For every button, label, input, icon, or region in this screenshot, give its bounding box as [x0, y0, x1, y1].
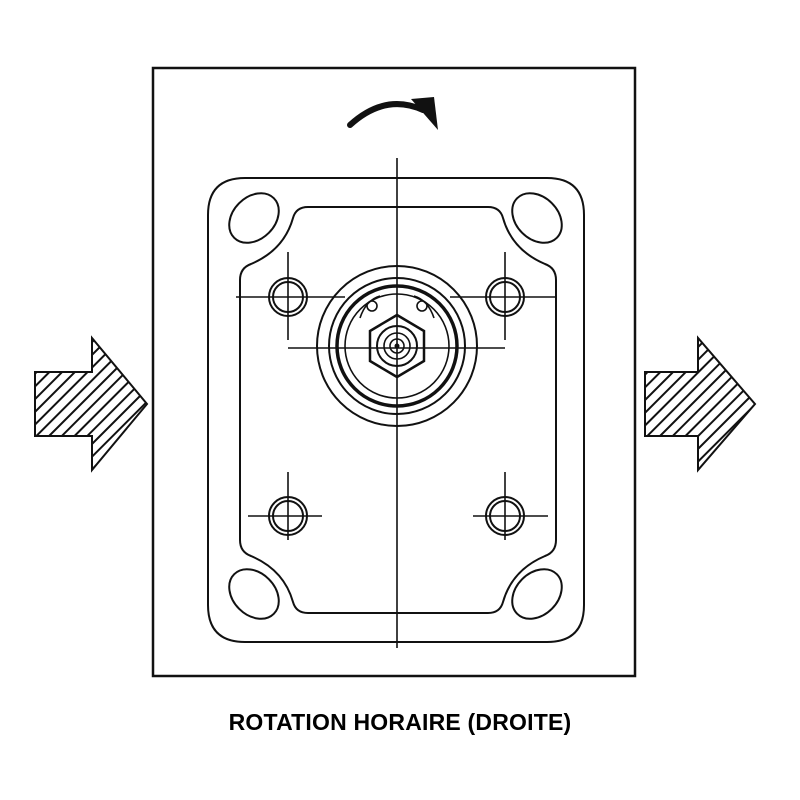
- shaft-hub: [316, 265, 478, 427]
- corner-slot: [228, 568, 280, 620]
- corner-slot: [511, 568, 563, 620]
- inlet-arrow: [34, 335, 149, 473]
- corner-slot: [228, 192, 280, 244]
- center-lines: [236, 158, 556, 648]
- circlip-ear: [416, 300, 428, 312]
- outer-frame: [151, 66, 637, 678]
- diagram-caption: ROTATION HORAIRE (DROITE): [228, 709, 572, 735]
- hex-nut: [368, 313, 426, 379]
- circlip-ear: [366, 300, 378, 312]
- corner-slot: [511, 192, 563, 244]
- hatched-right-arrow-icon: [644, 335, 757, 473]
- hatched-right-arrow-icon: [34, 335, 149, 473]
- pump-flange: [207, 177, 585, 643]
- clockwise-arrow-icon: [347, 97, 438, 130]
- outlet-arrow: [644, 335, 757, 473]
